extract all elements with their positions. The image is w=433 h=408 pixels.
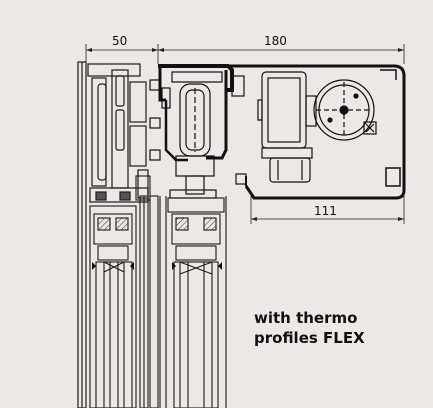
carriage-wheel (169, 83, 217, 199)
dimension-label-left: 50 (112, 34, 127, 48)
top-track-profile (149, 64, 234, 162)
caption-line-2: profiles FLEX (254, 329, 365, 347)
dimension-lines (85, 44, 405, 224)
left-sash (89, 205, 137, 408)
drive-motor (257, 71, 377, 183)
dimension-label-total: 180 (264, 34, 287, 48)
right-sash (159, 196, 227, 408)
sash-markers (92, 262, 222, 270)
middle-posts (135, 175, 159, 408)
dimension-label-housing: 111 (314, 204, 337, 218)
product-caption: with thermo profiles FLEX (254, 308, 365, 348)
caption-line-1: with thermo (254, 309, 358, 327)
left-frame-profile (77, 61, 149, 408)
dimension-arrows (86, 48, 404, 221)
drive-housing (228, 64, 406, 200)
